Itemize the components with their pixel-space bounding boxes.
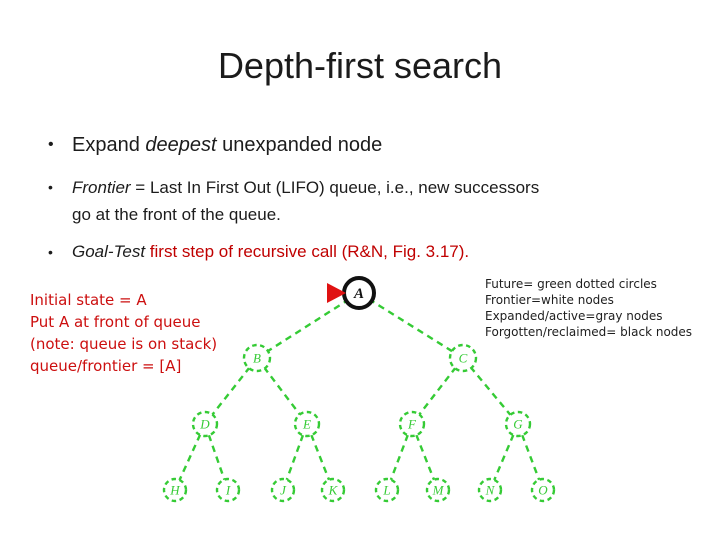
tree-node-H: H bbox=[162, 477, 188, 503]
annotation-block: Initial state = A Put A at front of queu… bbox=[30, 289, 217, 377]
tree-node-L: L bbox=[374, 477, 400, 503]
current-node-pointer-icon bbox=[327, 283, 346, 303]
tree-node-label: C bbox=[459, 351, 468, 366]
bullet-item-frontier: • Frontier = Last In First Out (LIFO) qu… bbox=[48, 174, 676, 228]
tree-node-B: B bbox=[242, 343, 272, 373]
tree-node-label: E bbox=[302, 417, 311, 432]
legend-line-frontier: Frontier=white nodes bbox=[485, 293, 614, 307]
tree-node-I: I bbox=[215, 477, 241, 503]
page-title: Depth-first search bbox=[217, 45, 503, 86]
tree-node-F: F bbox=[398, 410, 426, 438]
bullet-dot: • bbox=[48, 136, 54, 153]
tree-node-label: L bbox=[382, 483, 390, 498]
tree-node-O: O bbox=[530, 477, 556, 503]
tree-node-label: H bbox=[169, 483, 180, 498]
bullet-dot: • bbox=[48, 244, 53, 260]
node-color-legend: Future= green dotted circles Frontier=wh… bbox=[485, 276, 692, 340]
tree-node-circle-future bbox=[425, 477, 451, 503]
tree-node-circle-future bbox=[374, 477, 400, 503]
bullet-segment-italic: deepest bbox=[145, 134, 217, 156]
tree-node-circle-future bbox=[448, 343, 478, 373]
tree-node-circle-future bbox=[504, 410, 532, 438]
tree-node-label: N bbox=[485, 483, 496, 498]
tree-node-circle-future bbox=[320, 477, 346, 503]
tree-node-circle-future bbox=[162, 477, 188, 503]
tree-node-circle-future bbox=[530, 477, 556, 503]
tree-node-circle-future bbox=[242, 343, 272, 373]
tree-node-label: I bbox=[225, 483, 231, 498]
tree-node-label: B bbox=[253, 351, 261, 366]
tree-node-label: J bbox=[280, 483, 287, 498]
tree-node-N: N bbox=[477, 477, 503, 503]
bullet-segment: Expand bbox=[72, 134, 146, 156]
tree-node-E: E bbox=[293, 410, 321, 438]
tree-edge-A-B bbox=[256, 291, 360, 360]
tree-node-label: O bbox=[538, 483, 548, 498]
tree-node-label: K bbox=[328, 483, 339, 498]
tree-edge-B-D bbox=[204, 357, 258, 425]
tree-edge-A-C bbox=[358, 291, 464, 360]
tree-node-label: A bbox=[353, 286, 364, 302]
bullet-item-expand: • Expand deepest unexpanded node bbox=[48, 132, 676, 158]
bullet-item-goal-test: • Goal-Test first step of recursive call… bbox=[48, 239, 676, 265]
tree-node-label: M bbox=[432, 483, 445, 498]
tree-node-A: A bbox=[342, 276, 376, 310]
tree-node-G: G bbox=[504, 410, 532, 438]
bullet-segment-italic: Goal-Test bbox=[72, 242, 146, 261]
tree-node-label: D bbox=[199, 417, 210, 432]
bullet-segment-red: first step of recursive call (R&N, Fig. … bbox=[145, 242, 470, 261]
tree-node-K: K bbox=[320, 477, 346, 503]
annotation-line: queue/frontier = [A] bbox=[30, 357, 182, 375]
tree-node-label: F bbox=[407, 417, 417, 432]
bullet-list: • Expand deepest unexpanded node • Front… bbox=[48, 132, 676, 265]
tree-edge-C-F bbox=[411, 357, 464, 425]
bullet-segment: unexpanded node bbox=[216, 134, 383, 156]
tree-node-circle-future bbox=[293, 410, 321, 438]
bullet-text: Expand deepest unexpanded node bbox=[72, 132, 382, 158]
tree-node-circle-future bbox=[191, 410, 219, 438]
legend-line-future: Future= green dotted circles bbox=[485, 277, 657, 291]
tree-node-circle-future bbox=[270, 477, 296, 503]
annotation-line: Put A at front of queue bbox=[30, 313, 201, 331]
tree-node-circle-future bbox=[477, 477, 503, 503]
bullet-dot: • bbox=[48, 179, 53, 195]
legend-line-expanded: Expanded/active=gray nodes bbox=[485, 309, 663, 323]
legend-line-forgotten: Forgotten/reclaimed= black nodes bbox=[485, 325, 693, 339]
bullet-segment: go at the front of the queue. bbox=[72, 205, 281, 224]
tree-node-M: M bbox=[425, 477, 451, 503]
bullet-text: Frontier = Last In First Out (LIFO) queu… bbox=[72, 174, 539, 228]
tree-edge-C-G bbox=[462, 357, 519, 425]
tree-node-label: G bbox=[513, 417, 523, 432]
tree-node-C: C bbox=[448, 343, 478, 373]
tree-node-circle-future bbox=[215, 477, 241, 503]
tree-node-J: J bbox=[270, 477, 296, 503]
annotation-line: Initial state = A bbox=[30, 291, 147, 309]
bullet-text: Goal-Test first step of recursive call (… bbox=[72, 239, 469, 265]
annotation-line: (note: queue is on stack) bbox=[30, 335, 218, 353]
tree-node-D: D bbox=[191, 410, 219, 438]
bullet-segment-italic: Frontier bbox=[72, 178, 131, 197]
tree-node-circle-future bbox=[398, 410, 426, 438]
bullet-segment: = Last In First Out (LIFO) queue, i.e., … bbox=[130, 178, 540, 197]
